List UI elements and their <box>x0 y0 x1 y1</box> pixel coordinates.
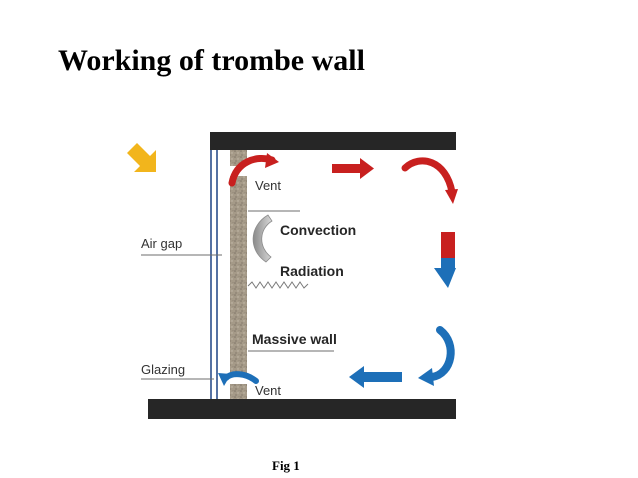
blue-arrow-icon <box>418 368 434 386</box>
sun-ray-arrow-icon <box>127 143 156 172</box>
blue-arrow-icon <box>349 366 402 388</box>
massive-wall <box>230 176 247 376</box>
figure-caption: Fig 1 <box>272 458 300 473</box>
glazing <box>210 150 218 399</box>
air-gap-label: Air gap <box>141 236 182 251</box>
blue-arrow-icon <box>428 326 455 381</box>
convection-arrow-icon <box>252 214 273 263</box>
radiation-wave-icon <box>247 281 309 289</box>
blue-arrow-icon <box>223 371 259 384</box>
massive-wall-lower-block <box>230 384 247 399</box>
red-arrow-icon <box>445 189 458 204</box>
red-arrow-icon <box>441 232 455 258</box>
slide-title: Working of trombe wall <box>58 44 365 77</box>
red-arrow-icon <box>265 153 279 168</box>
convection-label: Convection <box>280 222 356 238</box>
roof-slab <box>210 132 456 150</box>
vent-bottom-label: Vent <box>255 383 281 398</box>
vent-top-label: Vent <box>255 178 281 193</box>
floor-slab <box>148 399 456 419</box>
red-arrow-icon <box>401 157 456 196</box>
blue-arrow-icon <box>434 258 456 288</box>
radiation-label: Radiation <box>280 263 344 279</box>
blue-arrow-icon <box>218 373 231 386</box>
red-arrow-icon <box>332 158 374 179</box>
massive-wall-label: Massive wall <box>252 331 337 347</box>
glazing-label: Glazing <box>141 362 185 377</box>
